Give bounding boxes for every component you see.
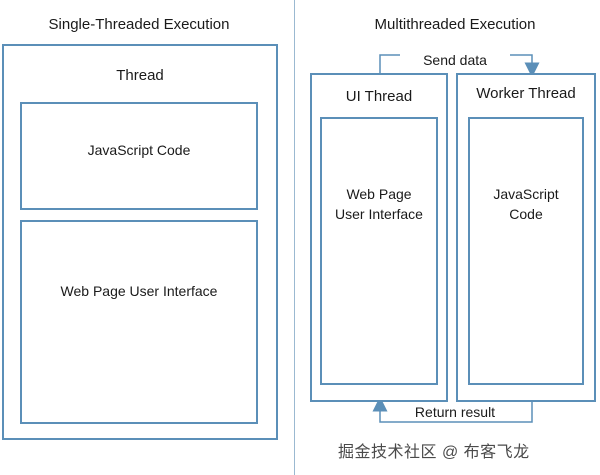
single-threaded-title: Single-Threaded Execution (48, 16, 230, 33)
javascript-code-label: JavaScript Code (87, 142, 191, 158)
return-result-arrow (372, 396, 533, 423)
send-data-label: Send data (400, 52, 510, 68)
section-divider (294, 0, 295, 475)
javascript-code-box (20, 102, 258, 210)
worker-inner-label: JavaScript Code (493, 186, 559, 222)
ui-inner-label: Web Page User Interface (335, 186, 423, 222)
ui-inner-box (320, 117, 438, 385)
web-page-ui-label: Web Page User Interface (60, 283, 218, 299)
ui-thread-label: UI Thread (345, 88, 413, 105)
watermark-text: 掘金技术社区 @ 布客飞龙 (338, 444, 530, 461)
return-result-label: Return result (400, 404, 510, 420)
web-page-ui-box (20, 220, 258, 424)
multithreaded-title: Multithreaded Execution (374, 16, 536, 33)
thread-label: Thread (116, 67, 164, 84)
worker-inner-box (468, 117, 584, 385)
worker-thread-label: Worker Thread (476, 85, 576, 102)
